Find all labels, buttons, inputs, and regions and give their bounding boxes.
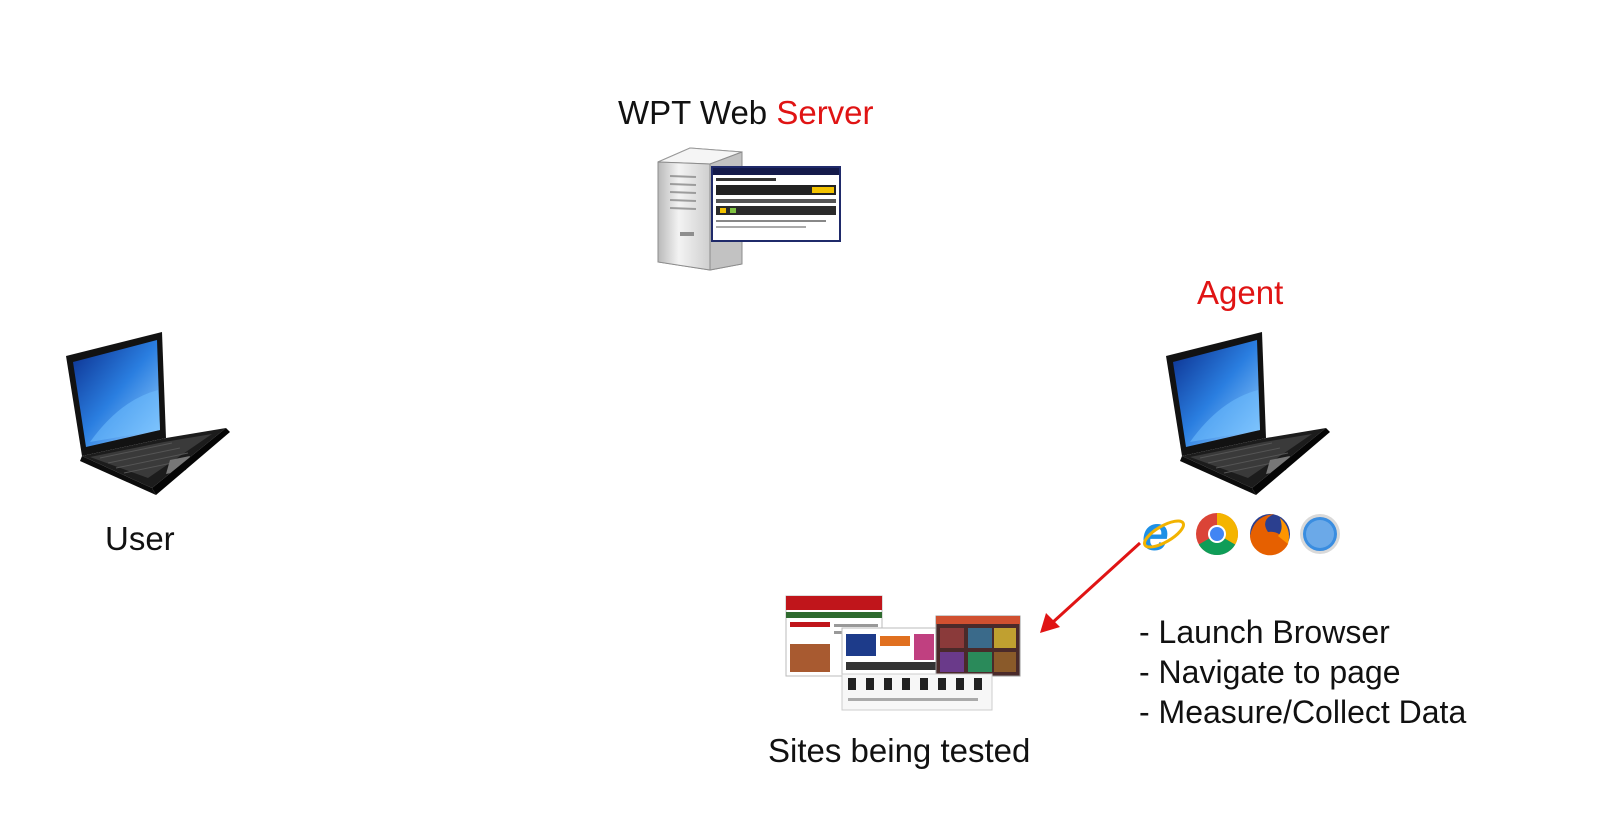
browser-icons: e xyxy=(1142,510,1340,558)
server-title-prefix: WPT Web xyxy=(618,94,777,131)
agent-laptop-icon xyxy=(1166,332,1330,495)
svg-text:e: e xyxy=(1142,510,1169,558)
user-label: User xyxy=(105,520,175,557)
step-navigate-to-page: - Navigate to page xyxy=(1139,654,1401,690)
sites-label: Sites being tested xyxy=(768,732,1031,769)
safari-icon xyxy=(1300,514,1340,554)
chrome-icon xyxy=(1196,513,1239,556)
server-title-highlight: Server xyxy=(776,94,874,131)
internet-explorer-icon: e xyxy=(1142,510,1185,558)
agent-title: Agent xyxy=(1197,274,1284,311)
step-measure-collect-data: - Measure/Collect Data xyxy=(1139,694,1467,730)
agent-steps-list: - Launch Browser - Navigate to page - Me… xyxy=(1139,612,1466,732)
agent-to-sites-arrow xyxy=(1040,541,1142,633)
firefox-icon xyxy=(1250,514,1290,556)
user-laptop-icon xyxy=(66,332,230,495)
server-icon xyxy=(657,147,841,271)
sites-collage-icon xyxy=(785,595,1021,711)
step-launch-browser: - Launch Browser xyxy=(1139,614,1390,650)
server-title: WPT Web Server xyxy=(618,96,874,129)
